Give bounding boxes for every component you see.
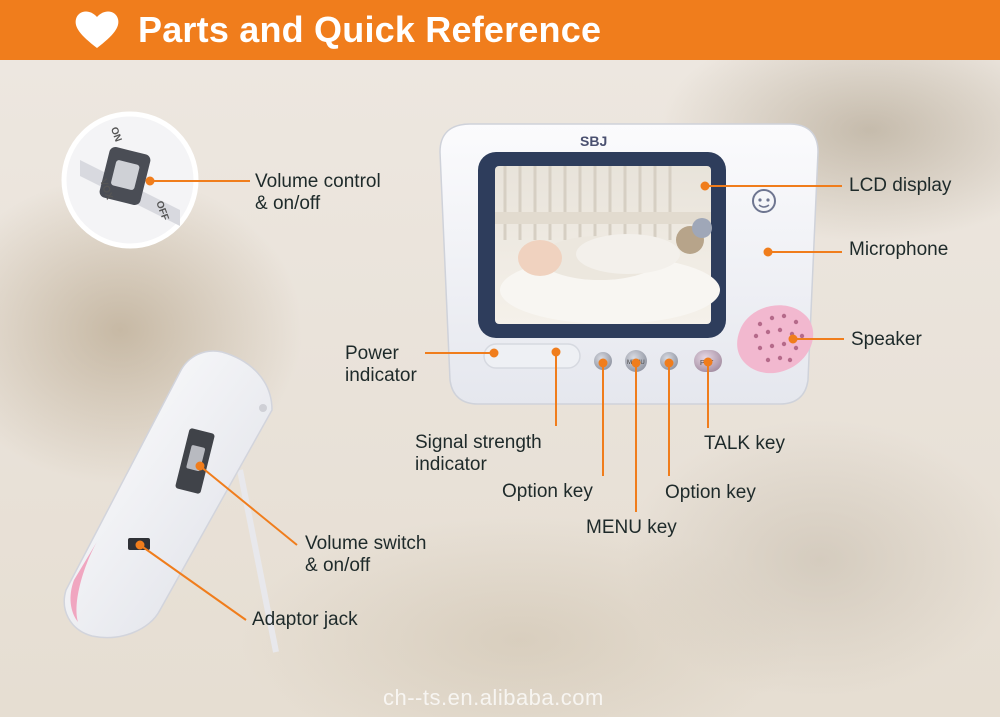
callout-signal-strength: Signal strength indicator xyxy=(415,432,542,476)
callout-lcd-display: LCD display xyxy=(849,175,952,196)
brand-logo: SBJ xyxy=(580,133,607,149)
callout-volume-switch-line2: & on/off xyxy=(305,555,371,576)
callout-power-indicator: Power indicator xyxy=(345,343,417,387)
volume-control-zoom: ON VOX OFF xyxy=(61,111,199,249)
callout-signal-strength-line2: indicator xyxy=(415,454,487,475)
callout-menu-key: MENU key xyxy=(586,517,677,538)
watermark: ch--ts.en.alibaba.com xyxy=(383,685,604,710)
switch-on-text: ON xyxy=(108,126,123,144)
page-title: Parts and Quick Reference xyxy=(138,9,602,50)
callout-volume-control-line2: & on/off xyxy=(255,193,321,214)
heart-icon xyxy=(75,11,119,48)
callout-microphone: Microphone xyxy=(849,239,949,260)
callout-volume-switch-line1: Volume switch xyxy=(305,533,427,554)
callout-option-key-left: Option key xyxy=(502,481,593,502)
callout-adaptor-jack: Adaptor jack xyxy=(252,609,358,630)
header-bar: Parts and Quick Reference xyxy=(0,0,1000,60)
front-device: SBJ xyxy=(439,123,819,405)
callout-volume-control: Volume control & on/off xyxy=(255,171,381,215)
callout-speaker: Speaker xyxy=(851,329,922,350)
callout-volume-switch: Volume switch & on/off xyxy=(305,533,426,577)
callout-power-indicator-line1: Power xyxy=(345,343,399,364)
callout-option-key-right: Option key xyxy=(665,482,756,503)
callout-talk-key: TALK key xyxy=(704,433,785,454)
callout-signal-strength-line1: Signal strength xyxy=(415,432,542,453)
callout-volume-control-line1: Volume control xyxy=(255,171,381,192)
callout-lines xyxy=(135,176,844,621)
callout-power-indicator-line2: indicator xyxy=(345,365,417,386)
